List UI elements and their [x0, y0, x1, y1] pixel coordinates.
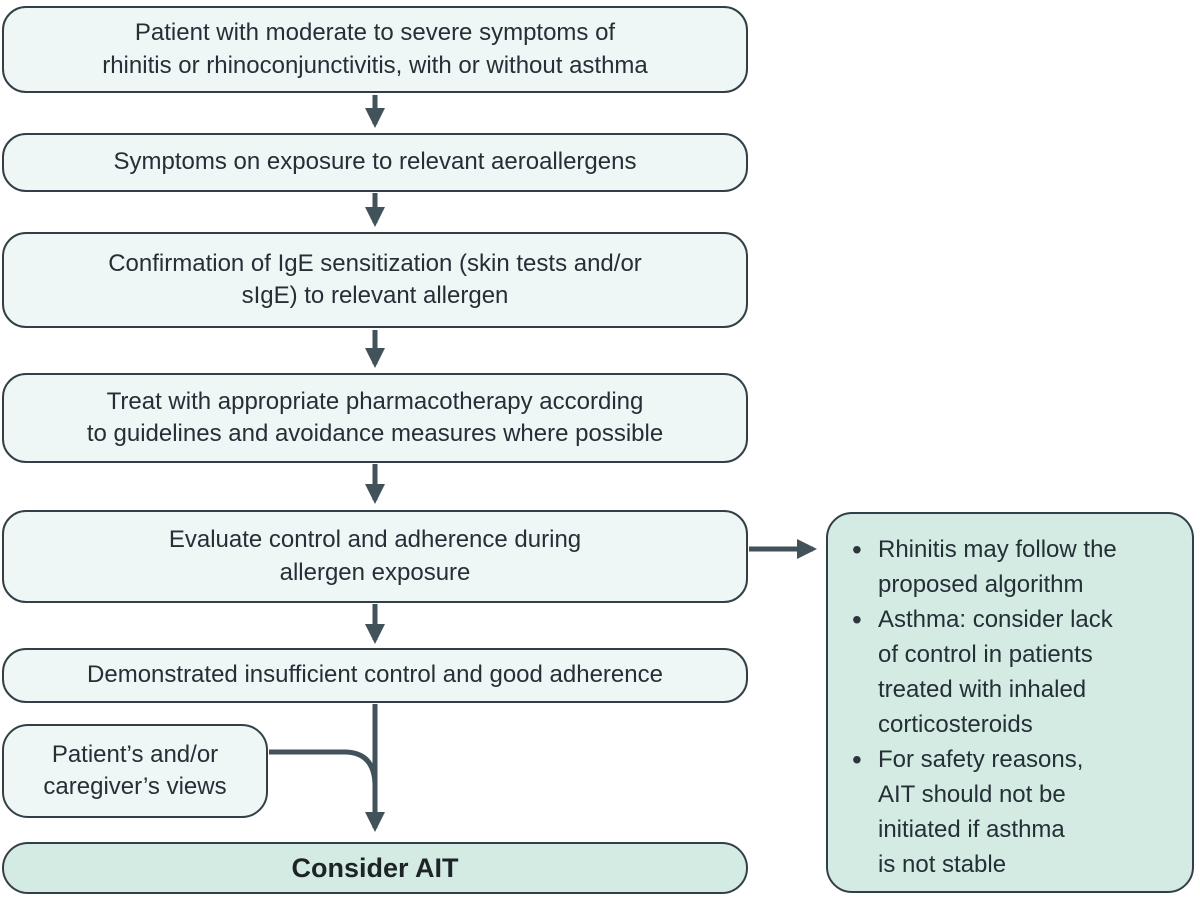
notes-panel: Rhinitis may follow the proposed algorit…: [826, 512, 1194, 893]
flow-step-label: Symptoms on exposure to relevant aeroall…: [113, 148, 637, 176]
flow-step-label: Treat with appropriate pharmacotherapy a…: [86, 387, 664, 447]
notes-list: Rhinitis may follow the proposed algorit…: [852, 532, 1178, 882]
flow-step-label: Confirmation of IgE sensitization (skin …: [108, 249, 642, 309]
flow-step-insufficient-control: Demonstrated insufficient control and go…: [2, 648, 748, 703]
side-input-caregiver-views: Patient’s and/or caregiver’s views: [2, 724, 268, 818]
side-input-label: Patient’s and/or caregiver’s views: [43, 740, 227, 800]
flow-step-label: Demonstrated insufficient control and go…: [87, 661, 663, 689]
note-rhinitis: Rhinitis may follow the proposed algorit…: [852, 532, 1178, 602]
note-safety: For safety reasons, AIT should not be in…: [852, 742, 1178, 882]
flow-step-label: Patient with moderate to severe symptoms…: [102, 19, 648, 79]
flow-step-exposure: Symptoms on exposure to relevant aeroall…: [2, 133, 748, 192]
flow-step-pharmacotherapy: Treat with appropriate pharmacotherapy a…: [2, 373, 748, 463]
note-asthma: Asthma: consider lack of control in pati…: [852, 602, 1178, 742]
flow-step-evaluate-control: Evaluate control and adherence during al…: [2, 510, 748, 603]
outcome-consider-ait: Consider AIT: [2, 842, 748, 894]
flow-step-symptoms: Patient with moderate to severe symptoms…: [2, 6, 748, 93]
connector-side-input-merge: [269, 749, 378, 785]
outcome-label: Consider AIT: [291, 852, 459, 883]
flow-step-ige-confirmation: Confirmation of IgE sensitization (skin …: [2, 232, 748, 328]
flow-step-label: Evaluate control and adherence during al…: [168, 526, 582, 586]
